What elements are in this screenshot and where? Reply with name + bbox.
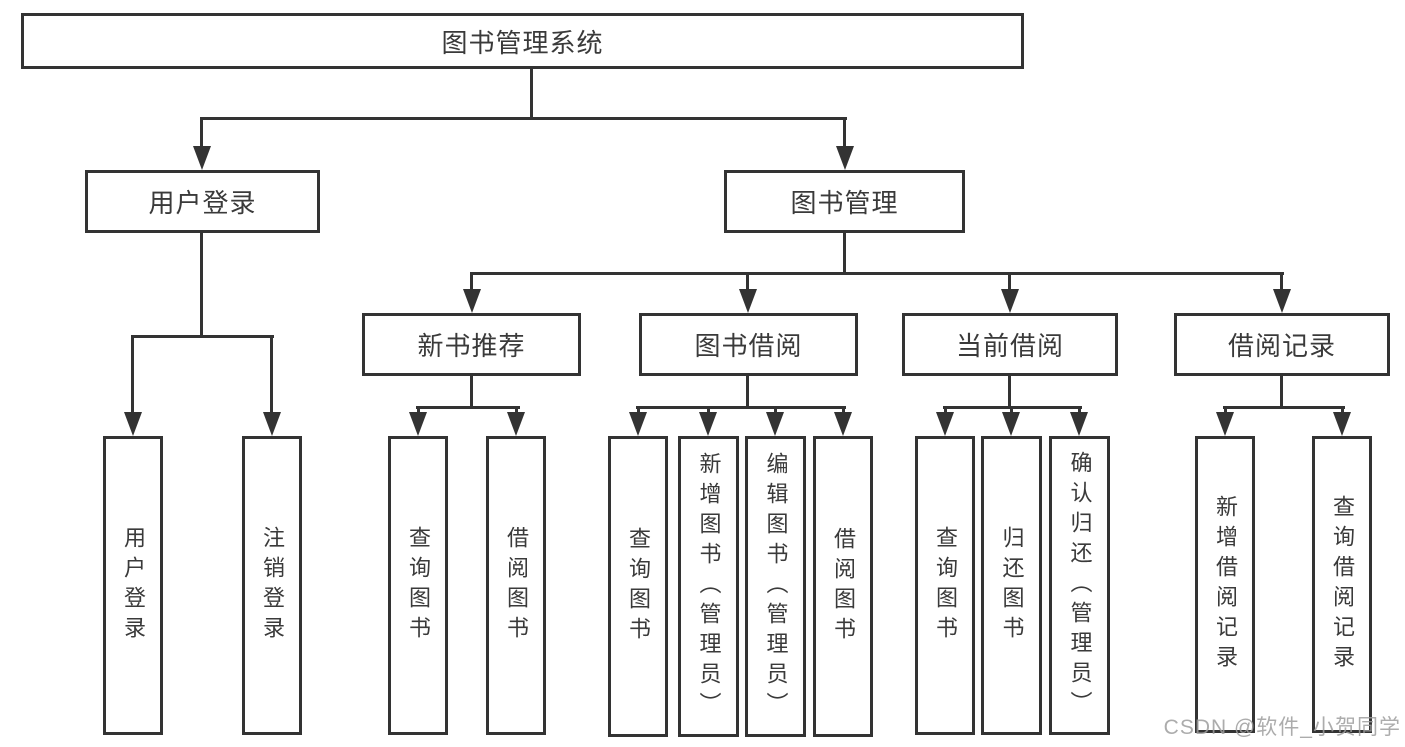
- node-label: 注销登录: [260, 525, 285, 646]
- connector-leaf-shaft: [417, 406, 420, 414]
- connector-level3-shaft: [1008, 272, 1011, 291]
- connector-leaf-shaft: [270, 335, 273, 414]
- arrow-to-leaf: [1002, 412, 1020, 436]
- leaf-borrow-books: 借阅图书: [813, 436, 873, 737]
- leaf-query-books: 查询图书: [915, 436, 975, 735]
- node-label: 图书管理系统: [441, 27, 604, 58]
- connector-leaf-shaft: [1010, 406, 1013, 414]
- arrow-to-leaf: [834, 412, 852, 436]
- node-book-borrow: 图书借阅: [639, 313, 858, 376]
- arrow-to-leaf: [409, 412, 427, 436]
- connector-user-login-shaft: [200, 117, 203, 148]
- leaf-user-login: 用户登录: [103, 436, 163, 735]
- connector-borrow-records-hbar: [1223, 406, 1345, 409]
- connector-book-mgmt-trunk: [843, 233, 846, 275]
- connector-leaf-shaft: [131, 335, 134, 414]
- connector-book-mgmt-shaft: [843, 117, 846, 148]
- connector-leaf-shaft: [515, 406, 518, 414]
- connector-leaf-shaft: [1341, 406, 1344, 414]
- node-label: 新书推荐: [417, 331, 526, 361]
- connector-level3-shaft: [746, 272, 749, 291]
- node-user-login: 用户登录: [85, 170, 320, 233]
- node-current-borrow: 当前借阅: [902, 313, 1118, 376]
- node-label: 当前借阅: [955, 331, 1064, 361]
- connector-user-login-hbar: [131, 335, 274, 338]
- arrow-to-leaf: [124, 412, 142, 436]
- arrow-to-book-mgmt: [836, 146, 854, 170]
- node-label: 用户登录: [148, 188, 257, 218]
- arrow-to-leaf: [507, 412, 525, 436]
- leaf-query-books: 查询图书: [388, 436, 448, 735]
- connector-book-borrow-hbar: [636, 406, 846, 409]
- leaf-confirm-return-admin: 确认归还（管理员）: [1049, 436, 1110, 735]
- arrow-to-borrow-records: [1273, 289, 1291, 313]
- connector-new-book-trunk: [470, 376, 473, 409]
- connector-borrow-records-trunk: [1280, 376, 1283, 409]
- node-label: 确认归还（管理员）: [1067, 450, 1093, 721]
- node-label: 归还图书: [999, 525, 1025, 646]
- arrow-to-new-book: [463, 289, 481, 313]
- connector-new-book-hbar: [416, 406, 520, 409]
- connector-leaf-shaft: [842, 406, 845, 414]
- arrow-to-current-borrow: [1001, 289, 1019, 313]
- connector-leaf-shaft: [1224, 406, 1227, 414]
- node-label: 图书管理: [790, 188, 899, 218]
- node-label: 编辑图书（管理员）: [763, 451, 789, 722]
- csdn-watermark: CSDN @软件_小贺同学: [1163, 716, 1401, 739]
- connector-book-borrow-trunk: [746, 376, 749, 409]
- node-label: 查询图书: [406, 525, 431, 646]
- node-label: 用户登录: [121, 525, 146, 646]
- connector-level3-hbar: [470, 272, 1284, 275]
- arrow-to-book-borrow: [739, 289, 757, 313]
- node-borrow-records: 借阅记录: [1174, 313, 1390, 376]
- connector-level2-hbar: [200, 117, 847, 120]
- node-new-book-recommend: 新书推荐: [362, 313, 581, 376]
- connector-leaf-shaft: [1078, 406, 1081, 414]
- node-book-management: 图书管理: [724, 170, 965, 233]
- connector-leaf-shaft: [774, 406, 777, 414]
- connector-user-login-trunk: [200, 233, 203, 338]
- node-label: 查询借阅记录: [1330, 494, 1355, 675]
- arrow-to-user-login: [193, 146, 211, 170]
- connector-level3-shaft: [470, 272, 473, 291]
- arrow-to-leaf: [629, 412, 647, 436]
- arrow-to-leaf: [263, 412, 281, 436]
- leaf-query-borrow-record: 查询借阅记录: [1312, 436, 1372, 733]
- connector-level3-shaft: [1280, 272, 1283, 291]
- arrow-to-leaf: [1333, 412, 1351, 436]
- node-library-system: 图书管理系统: [21, 13, 1024, 69]
- arrow-to-leaf: [766, 412, 784, 436]
- leaf-borrow-books: 借阅图书: [486, 436, 546, 735]
- leaf-add-books-admin: 新增图书（管理员）: [678, 436, 739, 737]
- node-label: 查询图书: [933, 525, 958, 646]
- leaf-return-books: 归还图书: [981, 436, 1042, 735]
- connector-leaf-shaft: [637, 406, 640, 414]
- leaf-logout: 注销登录: [242, 436, 302, 735]
- arrow-to-leaf: [936, 412, 954, 436]
- leaf-add-borrow-record: 新增借阅记录: [1195, 436, 1255, 733]
- connector-current-borrow-trunk: [1008, 376, 1011, 409]
- arrow-to-leaf: [1070, 412, 1088, 436]
- node-label: 图书借阅: [694, 331, 803, 361]
- leaf-query-books: 查询图书: [608, 436, 668, 737]
- node-label: 借阅记录: [1227, 331, 1336, 361]
- connector-root-trunk: [530, 68, 533, 119]
- arrow-to-leaf: [1216, 412, 1234, 436]
- node-label: 借阅图书: [504, 525, 529, 646]
- node-label: 新增图书（管理员）: [696, 451, 722, 722]
- connector-leaf-shaft: [944, 406, 947, 414]
- leaf-edit-books-admin: 编辑图书（管理员）: [745, 436, 806, 737]
- connector-leaf-shaft: [707, 406, 710, 414]
- arrow-to-leaf: [699, 412, 717, 436]
- node-label: 借阅图书: [831, 526, 856, 647]
- node-label: 查询图书: [626, 526, 651, 647]
- node-label: 新增借阅记录: [1213, 494, 1238, 675]
